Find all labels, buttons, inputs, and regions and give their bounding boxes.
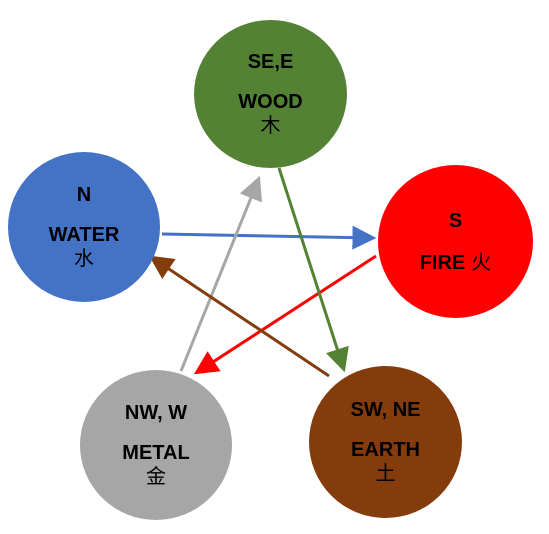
metal-element-circle: NW, W METAL 金 — [80, 370, 232, 520]
metal-element-name: METAL — [122, 442, 190, 464]
arrow-fire-to-metal — [193, 254, 377, 375]
arrow-metal-to-wood — [179, 175, 263, 372]
earth-element-name: EARTH — [351, 439, 420, 461]
metal-character: 金 — [146, 464, 166, 488]
arrow-earth-to-water — [149, 255, 330, 378]
metal-direction: NW, W — [124, 402, 188, 424]
earth-character: 土 — [375, 461, 396, 485]
water-character: 水 — [74, 246, 94, 270]
wood-element-circle: SE,E WOOD 木 — [194, 20, 347, 168]
water-element-circle: N WATER 水 — [8, 152, 160, 302]
fire-element-name: FIRE — [419, 251, 466, 274]
fire-direction: S — [448, 209, 463, 232]
arrow-water-to-fire — [161, 225, 377, 250]
arrow-wood-to-earth — [277, 167, 349, 373]
water-direction: N — [76, 184, 92, 206]
fire-element-circle: S FIRE 火 — [378, 165, 533, 318]
earth-direction: SW, NE — [350, 399, 421, 421]
wood-element-name: WOOD — [238, 91, 303, 113]
water-element-name: WATER — [48, 224, 120, 246]
fire-character: 火 — [471, 249, 492, 274]
earth-element-circle: SW, NE EARTH 土 — [309, 366, 462, 518]
wood-direction: SE,E — [247, 51, 294, 73]
wood-character: 木 — [260, 113, 281, 137]
